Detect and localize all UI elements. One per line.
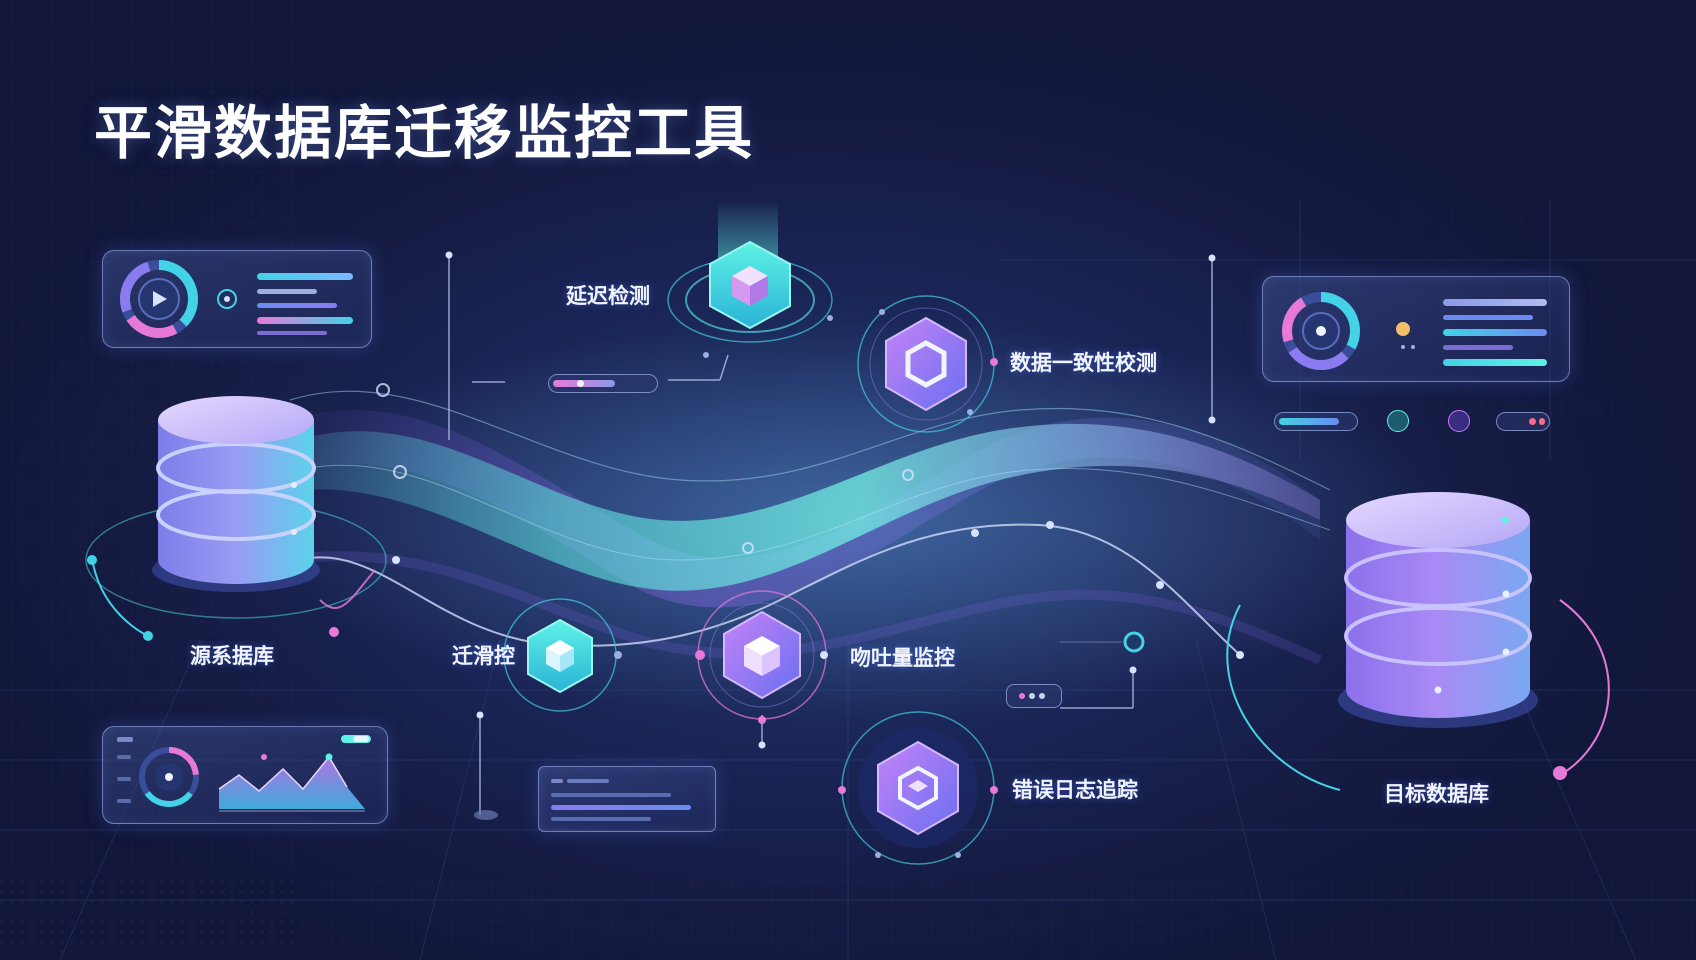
status-ring-icon	[1123, 631, 1145, 653]
label-throughput: 吻吐量监控	[850, 646, 955, 670]
pill-fill	[1279, 418, 1339, 425]
progress-bar-3	[257, 303, 337, 308]
error-log-hexagon-icon	[838, 711, 998, 865]
throughput-hexagon-icon	[695, 590, 828, 724]
pill-fill	[553, 380, 615, 387]
target-progress-pill	[1274, 412, 1358, 431]
target-dashboard-panel	[1262, 276, 1570, 382]
donut-chart-icon	[120, 260, 237, 338]
progress-bar-2	[1443, 315, 1533, 320]
curve-nodes	[392, 521, 1244, 659]
label-error-log: 错误日志追踪	[1012, 778, 1138, 802]
source-dashboard-panel	[102, 250, 372, 348]
progress-bar-5	[1443, 359, 1547, 366]
progress-bar-4	[1443, 345, 1513, 350]
progress-bar-3	[1443, 329, 1547, 336]
log-line-3	[551, 793, 671, 797]
latency-hexagon-icon	[667, 200, 833, 358]
stream-line-1	[289, 390, 1331, 491]
status-dot-purple	[1448, 410, 1470, 432]
label-target-db: 目标数据库	[1384, 782, 1489, 806]
connection-curve	[299, 523, 1241, 656]
progress-bar-2	[257, 289, 317, 294]
guide-base	[474, 810, 498, 820]
progress-bar-4	[257, 317, 353, 324]
pill-dot-2	[1029, 693, 1035, 699]
floating-rings	[376, 383, 914, 554]
donut-chart-icon	[1282, 292, 1415, 370]
pill-dot	[577, 380, 584, 387]
log-line-2	[567, 779, 609, 783]
pill-dot-3	[1039, 693, 1045, 699]
dot-texture-bottom	[0, 880, 1696, 960]
area-chart-icon	[117, 735, 371, 812]
dot-texture-right	[1400, 0, 1696, 420]
error-status-pill	[1006, 684, 1062, 708]
consistency-hexagon-icon	[857, 295, 998, 433]
label-smooth: 迁滑控	[452, 644, 515, 668]
stream-line-2	[299, 464, 1331, 561]
progress-bar-1	[1443, 299, 1547, 306]
pill-dot-1	[1019, 693, 1025, 699]
record-dot-2	[1539, 418, 1545, 425]
log-line-5	[551, 817, 651, 821]
log-line-1	[551, 779, 563, 783]
page-title: 平滑数据库迁移监控工具	[94, 99, 755, 167]
stream-line-purple	[289, 551, 1323, 665]
record-dot	[1529, 418, 1536, 425]
source-database-icon	[85, 396, 387, 641]
data-stream-teal	[300, 423, 1320, 591]
target-database-icon	[1226, 492, 1610, 791]
smooth-hexagon-icon	[503, 598, 622, 712]
guide-dots	[445, 251, 1216, 749]
throughput-chart-panel	[102, 726, 388, 824]
label-consistency: 数据一致性校测	[1010, 351, 1157, 375]
log-panel	[538, 766, 716, 832]
status-dot-teal	[1387, 410, 1409, 432]
log-line-4	[551, 805, 691, 810]
latency-progress-pill	[548, 374, 658, 393]
label-latency: 延迟检测	[566, 284, 650, 308]
label-source-db: 源系据库	[190, 644, 274, 668]
progress-bar-1	[257, 273, 353, 280]
record-toggle-pill	[1496, 412, 1550, 431]
progress-bar-5	[257, 331, 327, 335]
